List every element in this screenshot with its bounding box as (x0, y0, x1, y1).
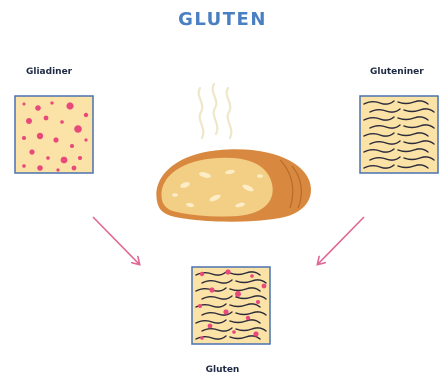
protein-dot (256, 300, 260, 304)
protein-dot (250, 274, 254, 278)
protein-dot (37, 133, 43, 139)
protein-dot (235, 291, 241, 297)
protein-dot (72, 166, 77, 171)
protein-dot (50, 101, 53, 104)
protein-dot (246, 316, 250, 320)
arrow-right-to-gluten (318, 217, 364, 264)
steam-icon (199, 84, 232, 138)
protein-dot (22, 136, 26, 140)
protein-dot (22, 164, 26, 168)
protein-dot (37, 165, 43, 171)
protein-dot (60, 120, 64, 124)
protein-dot (208, 324, 213, 329)
bread-icon (156, 149, 311, 221)
glutenin-box-icon (360, 96, 438, 173)
protein-dot (200, 336, 204, 340)
protein-dot (209, 287, 214, 292)
protein-dot (198, 304, 202, 308)
protein-dot (35, 105, 41, 111)
protein-dot (26, 118, 32, 124)
gliadin-box-icon (15, 96, 93, 173)
protein-dot (66, 102, 73, 109)
protein-dot (29, 149, 34, 154)
protein-dot (84, 138, 87, 141)
protein-dot (232, 330, 236, 334)
protein-dot (56, 168, 59, 171)
protein-dot (74, 125, 82, 133)
protein-dot (262, 284, 267, 289)
protein-dot (200, 272, 204, 276)
protein-dot (253, 331, 258, 336)
protein-dot (223, 309, 228, 314)
protein-dot (70, 144, 74, 148)
protein-dot (78, 156, 82, 160)
protein-dot (46, 156, 50, 160)
protein-dot (84, 113, 88, 117)
protein-dot (44, 116, 49, 121)
arrow-left-to-gluten (93, 217, 139, 264)
protein-dot (53, 137, 58, 142)
gluten-box-icon (192, 267, 270, 344)
protein-dot (23, 103, 26, 106)
protein-dot (61, 157, 68, 164)
protein-dot (225, 269, 230, 274)
